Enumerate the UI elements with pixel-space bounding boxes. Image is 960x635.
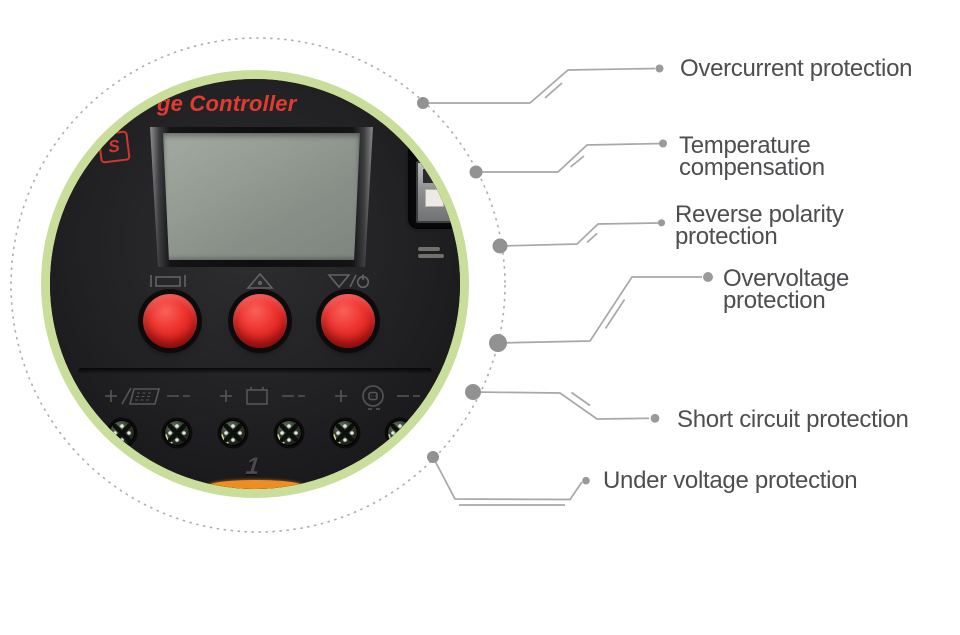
- terminal-screws: [50, 417, 460, 451]
- callout-line-overvoltage: [497, 276, 702, 344]
- screw-icon: [162, 418, 193, 449]
- brand-text: ge Controller: [157, 91, 297, 116]
- callout-tick-short-circuit: [571, 391, 591, 407]
- callout-line-overcurrent: [423, 67, 656, 104]
- anchor-dot-temperature: [469, 165, 483, 179]
- label-reverse-polarity-protection: Reverse polarity protection: [675, 201, 844, 250]
- solar-panel-terminal-icon: [105, 387, 190, 405]
- usb-slot: [423, 169, 444, 183]
- label-line: compensation: [679, 154, 825, 181]
- screw-icon: [330, 418, 361, 449]
- anchor-dot-short-circuit: [465, 384, 481, 400]
- menu-icon: [150, 275, 186, 287]
- label-overcurrent-protection: Overcurrent protection: [680, 55, 913, 82]
- orange-housing-edge: [208, 480, 303, 489]
- certification-mark: S: [97, 130, 131, 164]
- dashed-guide-circle: [10, 37, 506, 533]
- label-dot-temperature: [659, 139, 667, 148]
- anchor-dot-reverse-polarity: [492, 238, 508, 254]
- callout-tick-overcurrent: [544, 82, 563, 99]
- label-line: protection: [723, 287, 826, 314]
- label-line: Reverse polarity: [675, 201, 844, 228]
- label-dot-short-circuit: [650, 413, 660, 423]
- screw-icon: [274, 418, 305, 449]
- callout-tick-reverse-polarity: [586, 232, 598, 244]
- label-line: Under voltage protection: [603, 467, 858, 494]
- label-overvoltage-protection: Overvoltage protection: [723, 265, 850, 314]
- battery-terminal-icon: [220, 387, 305, 405]
- usb-tongue: [425, 189, 444, 207]
- charge-controller-photo: 1 ge Controller S: [50, 79, 460, 489]
- menu-button: [143, 294, 197, 348]
- usb-port: [408, 141, 460, 229]
- label-temperature-compensation: Temperature compensation: [679, 132, 825, 181]
- usb-metal-shell: [416, 161, 456, 223]
- callout-line-temperature: [476, 142, 664, 173]
- callout-line-reverse-polarity: [499, 222, 659, 247]
- certification-mark-letter: S: [107, 136, 121, 157]
- screw-icon: [218, 418, 249, 449]
- down-power-button: [321, 294, 375, 348]
- lcd-bezel: [150, 127, 373, 267]
- label-dot-overcurrent: [655, 64, 664, 73]
- lcd-display: [163, 133, 360, 260]
- label-line: protection: [675, 223, 778, 250]
- label-dot-reverse-polarity: [657, 219, 666, 227]
- down-power-icon: [327, 274, 370, 289]
- label-dot-overvoltage: [703, 272, 713, 282]
- label-line: Overcurrent protection: [680, 55, 913, 82]
- callout-line-short-circuit: [472, 391, 650, 420]
- load-terminal-icon: [335, 385, 420, 410]
- anchor-dot-overvoltage: [489, 334, 507, 352]
- callout-tick-temperature: [569, 155, 585, 168]
- up-button: [233, 294, 287, 348]
- key-icons: [150, 272, 370, 289]
- label-under-voltage-protection: Under voltage protection: [603, 467, 858, 494]
- screw-icon: [385, 418, 416, 449]
- panel-groove: [78, 368, 432, 374]
- label-line: Overvoltage: [723, 265, 850, 292]
- screw-icon: [107, 418, 138, 449]
- usb-print-marking: [418, 247, 444, 261]
- up-arrow-icon: [246, 272, 274, 289]
- label-line: Temperature: [679, 132, 811, 159]
- callout-tick-overvoltage: [604, 299, 626, 329]
- label-line: Short circuit protection: [677, 406, 909, 433]
- terminal-icons: [105, 385, 420, 410]
- label-dot-under-voltage: [582, 476, 590, 485]
- label-short-circuit-protection: Short circuit protection: [677, 406, 909, 433]
